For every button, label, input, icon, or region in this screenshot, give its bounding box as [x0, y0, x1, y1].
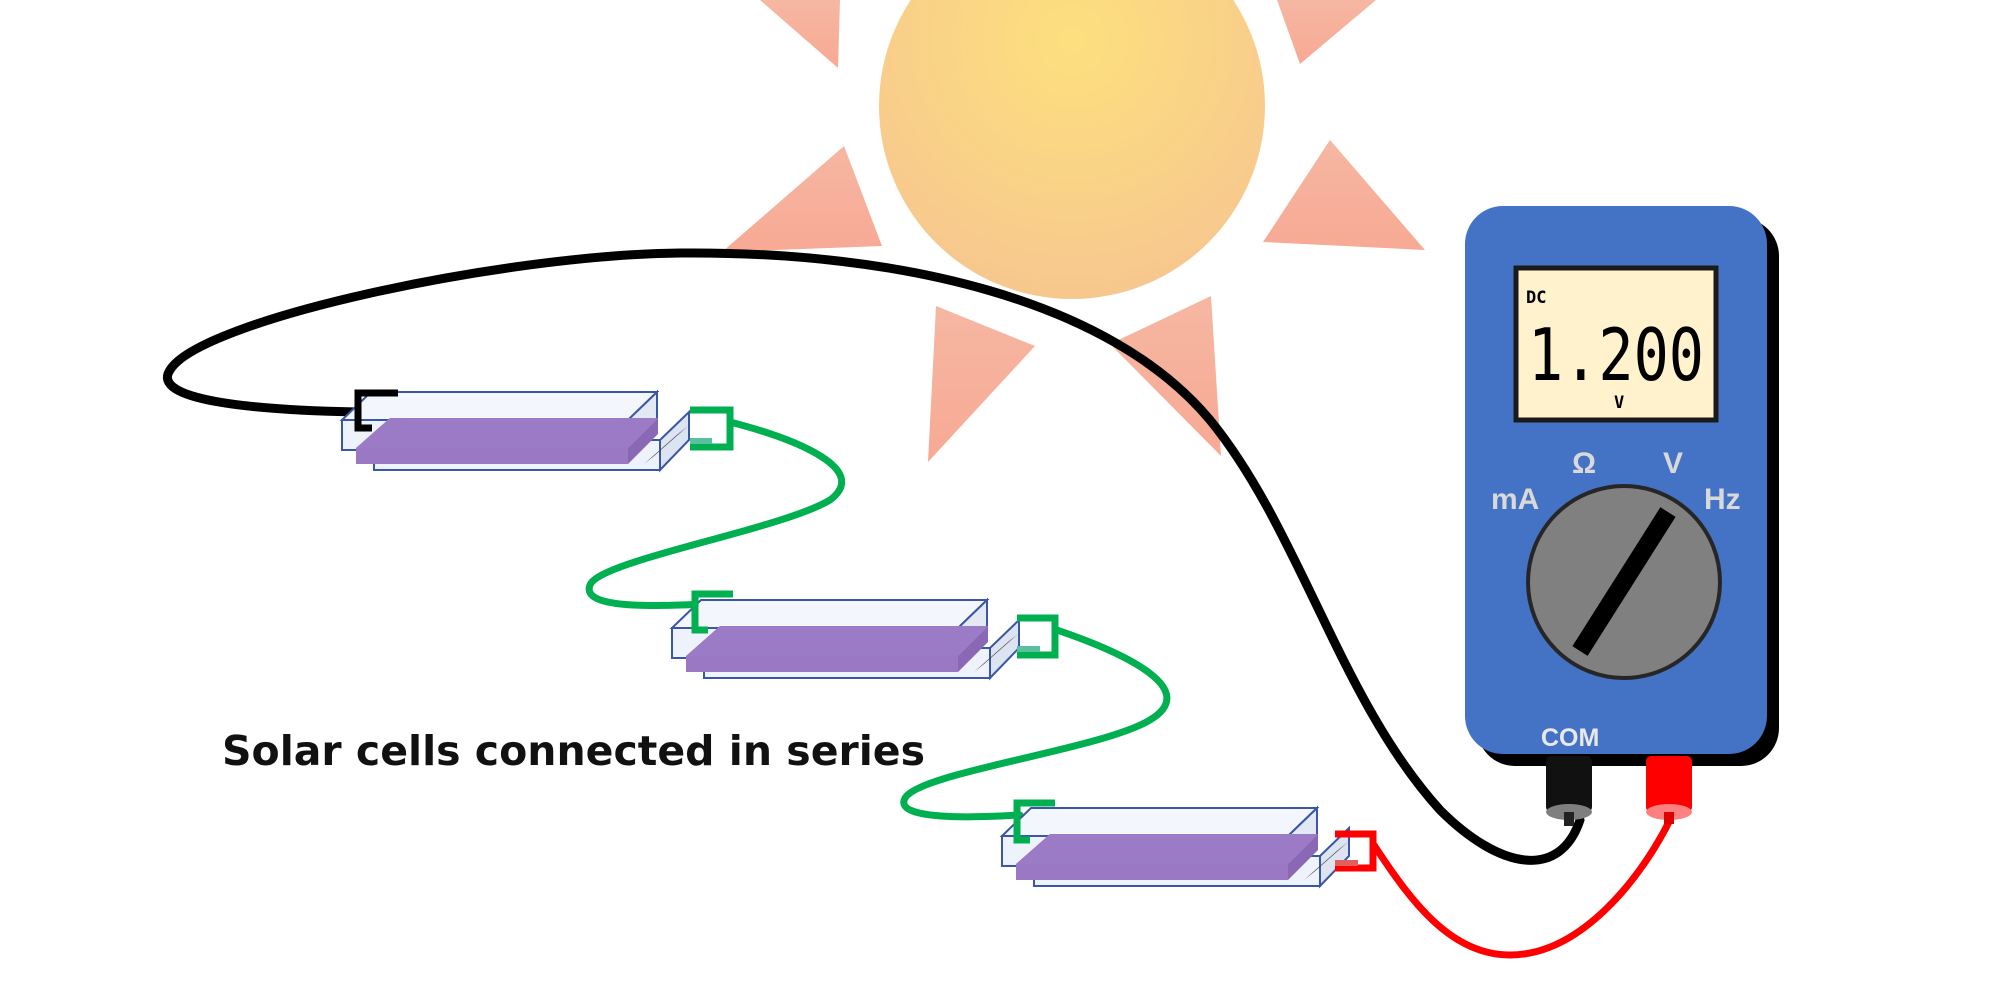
dial-label-ohm: Ω	[1572, 447, 1596, 480]
com-jack[interactable]	[1546, 756, 1592, 826]
multimeter: DC 1.200 V Ω V mA Hz COM	[1465, 206, 1779, 826]
lcd-mode-label: DC	[1526, 288, 1546, 308]
cell-1-positive-clip	[690, 406, 734, 451]
lcd-unit: V	[1614, 393, 1624, 413]
dial-label-hertz: Hz	[1704, 483, 1741, 516]
com-port-label: COM	[1541, 724, 1599, 752]
sun-icon	[722, 0, 1425, 462]
dial-label-milliamp: mA	[1491, 483, 1539, 516]
dial-label-volt: V	[1663, 447, 1683, 480]
diagram-caption: Solar cells connected in series	[222, 727, 925, 775]
lcd-reading: 1.200	[1528, 313, 1704, 397]
green-wire-1	[585, 418, 846, 610]
lcd-screen	[1513, 265, 1719, 423]
rotary-selector-dial[interactable]	[1526, 484, 1722, 680]
sun-disc	[879, 0, 1265, 299]
solar-cell-3	[1001, 807, 1350, 887]
cell-1-negative-clip	[354, 389, 398, 432]
dial-pointer	[1572, 507, 1676, 656]
green-wire-2	[900, 626, 1171, 821]
cell-3-negative-clip	[1013, 799, 1055, 844]
solar-cell-1	[341, 391, 690, 471]
cell-3-positive-clip	[1335, 830, 1377, 872]
voltage-jack[interactable]	[1646, 756, 1692, 824]
cell-2-positive-clip	[1017, 614, 1059, 659]
red-lead-wire	[1370, 816, 1674, 959]
cell-2-negative-clip	[691, 590, 733, 634]
black-lead-wire	[163, 248, 1585, 865]
solar-cell-2	[671, 599, 1020, 679]
